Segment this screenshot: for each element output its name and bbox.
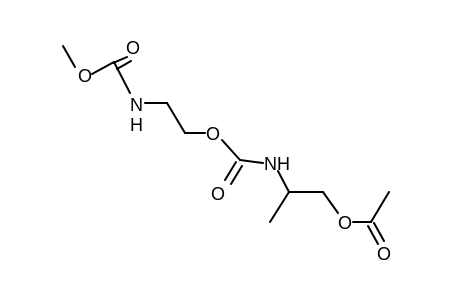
bond-ch-methyl xyxy=(269,191,290,223)
bond-c1-o-double-b xyxy=(116,60,132,70)
bond-methyl-o xyxy=(62,45,76,68)
atom-o-methyl-ether: O xyxy=(78,66,92,86)
atom-nh: NH xyxy=(264,154,290,174)
bond-c3-o-double-b xyxy=(373,222,385,242)
atom-labels: O O N H O O NH O O xyxy=(78,38,391,264)
atom-o-ester: O xyxy=(338,213,352,233)
bond-o-c1 xyxy=(91,61,115,75)
bond-nh-ch xyxy=(277,170,290,193)
bond-c1-n xyxy=(113,61,131,94)
atom-o-carbamate-ether: O xyxy=(206,124,220,144)
bond-c3-o-double-a xyxy=(367,225,379,245)
bonds xyxy=(62,45,390,245)
atom-o-carbonyl-2: O xyxy=(211,184,225,204)
bond-c3-methyl xyxy=(370,191,390,223)
bond-c1-o-double-a xyxy=(112,56,128,64)
bond-ch2-ch2 xyxy=(166,102,186,134)
atom-o-carbonyl-3: O xyxy=(377,244,391,264)
bond-c2-o-double-b xyxy=(230,165,243,185)
atom-n-1: N xyxy=(130,95,143,115)
bond-ch2-o-ester xyxy=(322,191,339,214)
bond-c2-nh xyxy=(239,159,264,164)
atom-h-1: H xyxy=(130,115,143,135)
atom-o-carbonyl-1: O xyxy=(126,38,140,58)
bond-o-c2 xyxy=(221,139,241,161)
bond-c2-o-double-a xyxy=(224,161,237,181)
